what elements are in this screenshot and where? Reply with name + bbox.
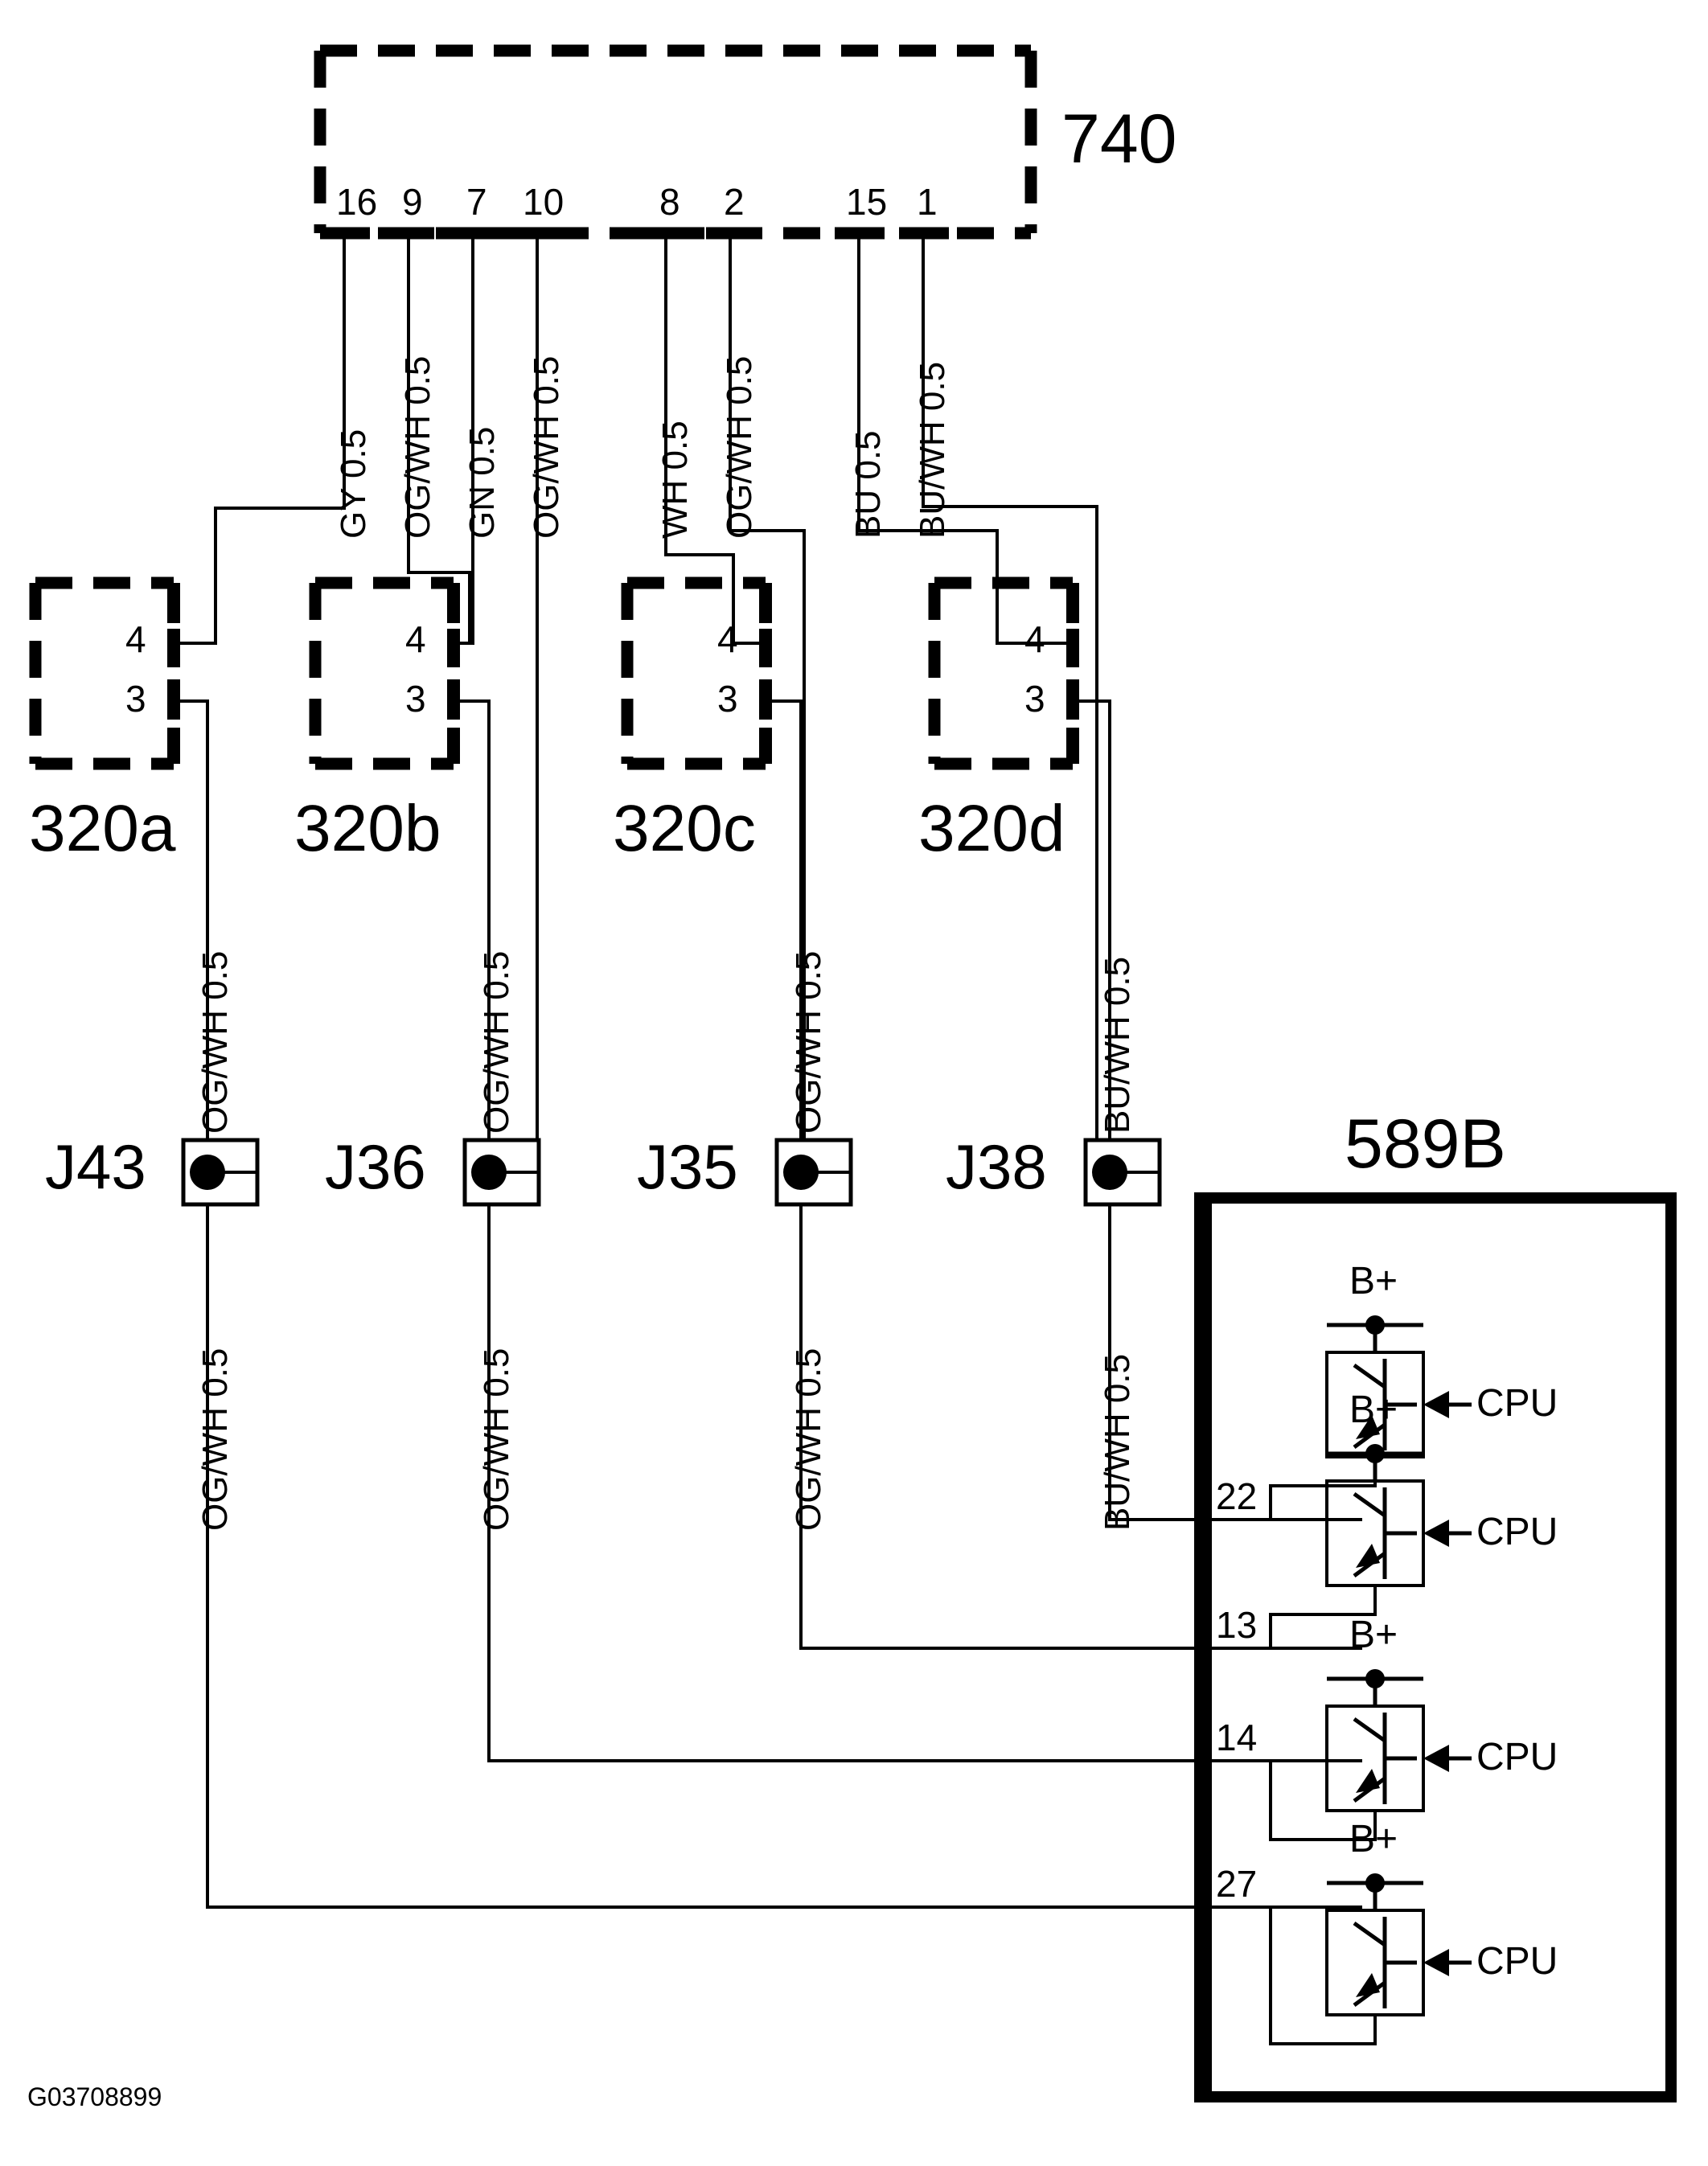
- driver-2-cpu-label: CPU: [1476, 1511, 1558, 1553]
- pin-label-1: 1: [917, 181, 938, 223]
- driver-stage-4: [1204, 1873, 1472, 2045]
- driver-1-cpu-arrowhead: [1423, 1391, 1449, 1418]
- wire-label-GY: GY 0.5: [334, 429, 373, 539]
- module-589B-label: 589B: [1345, 1106, 1506, 1183]
- driver-4-emitter-arrow: [1356, 1973, 1380, 1997]
- wire-label-GN: GN 0.5: [462, 426, 502, 539]
- wire-J43-to-module-27: [206, 1203, 1362, 1909]
- connector-320b-label: 320b: [294, 792, 441, 865]
- wire-740-1-down-to-J38: [922, 232, 1098, 1175]
- splice-J35[interactable]: [774, 1138, 853, 1207]
- wire-label-mid-4: BU/WH 0.5: [1098, 956, 1137, 1134]
- driver-2-emitter-arrow: [1356, 1544, 1380, 1568]
- driver-1-collector-slope: [1353, 1363, 1386, 1389]
- driver-4-output-to-pin-27: [1204, 1906, 1377, 2045]
- splice-J35-label: J35: [637, 1131, 738, 1202]
- driver-stage-2: [1204, 1444, 1472, 1650]
- footer-code: G03708899: [27, 2082, 162, 2111]
- connector-320b-pin3-label: 3: [405, 678, 426, 720]
- driver-3-cpu-label: CPU: [1476, 1736, 1558, 1778]
- driver-4-collector-slope: [1353, 1921, 1386, 1947]
- wire-740-9-to-320b-4-seg: [407, 232, 471, 643]
- driver-1-cpu-label: CPU: [1476, 1382, 1558, 1425]
- pin-label-8: 8: [659, 181, 680, 223]
- pin-label-9: 9: [402, 181, 423, 223]
- driver-3-bplus-label: B+: [1349, 1614, 1398, 1656]
- wire-320b-3-to-J36: [452, 699, 491, 1175]
- wire-label-BUWH: BU/WH 0.5: [913, 361, 952, 539]
- splice-J36[interactable]: [462, 1138, 541, 1207]
- connector-320d-label: 320d: [918, 792, 1065, 865]
- driver-4-cpu-arrowhead: [1423, 1949, 1449, 1976]
- driver-3-collector-slope: [1353, 1717, 1386, 1743]
- wire-320c-3-to-J35: [764, 699, 803, 1175]
- wire-label-WH: WH 0.5: [655, 420, 695, 539]
- wire-320d-3-to-J38: [1071, 699, 1111, 1175]
- connector-740-label: 740: [1061, 101, 1177, 178]
- wire-label-OGWH-1: OG/WH 0.5: [398, 355, 437, 539]
- pin-label-7: 7: [466, 181, 487, 223]
- connector-320c-label: 320c: [613, 792, 756, 865]
- pin-label-2: 2: [724, 181, 745, 223]
- connector-320a[interactable]: [29, 576, 180, 770]
- module-pin-22-label: 22: [1216, 1475, 1258, 1517]
- wire-label-lower-4: BU/WH 0.5: [1098, 1353, 1137, 1531]
- driver-3-cpu-arrowhead: [1423, 1745, 1449, 1772]
- splice-J38[interactable]: [1083, 1138, 1162, 1207]
- wire-J36-to-module-14: [487, 1203, 1362, 1762]
- driver-3-output-to-pin-14: [1204, 1759, 1377, 1841]
- pin-label-15: 15: [846, 181, 888, 223]
- driver-3-emitter-arrow: [1356, 1769, 1380, 1793]
- connector-320b[interactable]: [309, 576, 460, 770]
- wire-label-BU: BU 0.5: [848, 430, 888, 539]
- wire-label-lower-1: OG/WH 0.5: [195, 1348, 235, 1531]
- wire-label-OGWH-2: OG/WH 0.5: [527, 355, 566, 539]
- wire-label-lower-2: OG/WH 0.5: [477, 1348, 516, 1531]
- driver-2-bplus-label: B+: [1349, 1389, 1398, 1431]
- wire-320a-3-to-J43: [172, 699, 209, 1175]
- wire-J35-to-module-13: [799, 1203, 1362, 1650]
- connector-320a-label: 320a: [29, 792, 176, 865]
- pin-label-10: 10: [523, 181, 565, 223]
- connector-320d-pin4-label: 4: [1024, 618, 1045, 660]
- driver-1-emitter-arrow: [1356, 1415, 1380, 1439]
- connector-320a-pin3-label: 3: [125, 678, 146, 720]
- wire-740-8-to-320c-4: [664, 232, 735, 643]
- pin-label-16: 16: [336, 181, 378, 223]
- splice-J43[interactable]: [181, 1138, 260, 1207]
- module-pin-14-label: 14: [1216, 1717, 1258, 1758]
- connector-320c-pin3-label: 3: [717, 678, 738, 720]
- connector-320b-pin4-label: 4: [405, 618, 426, 660]
- connector-320d[interactable]: [928, 576, 1079, 770]
- splice-J38-label: J38: [946, 1131, 1047, 1202]
- wire-label-mid-1: OG/WH 0.5: [195, 950, 235, 1134]
- driver-4-bplus-label: B+: [1349, 1818, 1398, 1860]
- wire-label-OGWH-3: OG/WH 0.5: [720, 355, 759, 539]
- wire-740-2-down-to-J35: [729, 232, 806, 1175]
- connector-320c-pin4-label: 4: [717, 618, 738, 660]
- driver-1-bplus-label: B+: [1349, 1260, 1398, 1302]
- wire-label-mid-2: OG/WH 0.5: [477, 950, 516, 1134]
- module-pin-13-label: 13: [1216, 1604, 1258, 1646]
- wire-label-mid-3: OG/WH 0.5: [789, 950, 828, 1134]
- driver-stage-3: [1204, 1669, 1472, 1841]
- wire-label-lower-3: OG/WH 0.5: [789, 1348, 828, 1531]
- splice-J43-label: J43: [45, 1131, 146, 1202]
- connector-320a-pin4-label: 4: [125, 618, 146, 660]
- connector-320c[interactable]: [621, 576, 772, 770]
- driver-2-output-to-pin-13: [1204, 1584, 1377, 1650]
- module-pin-27-label: 27: [1216, 1863, 1258, 1905]
- driver-2-collector-slope: [1353, 1491, 1386, 1518]
- driver-4-cpu-label: CPU: [1476, 1940, 1558, 1983]
- wire-740-16-to-320a-4: [214, 232, 346, 643]
- driver-2-cpu-arrowhead: [1423, 1520, 1449, 1547]
- wire-J38-to-module-22: [1108, 1203, 1362, 1521]
- splice-J36-label: J36: [325, 1131, 426, 1202]
- connector-320d-pin3-label: 3: [1024, 678, 1045, 720]
